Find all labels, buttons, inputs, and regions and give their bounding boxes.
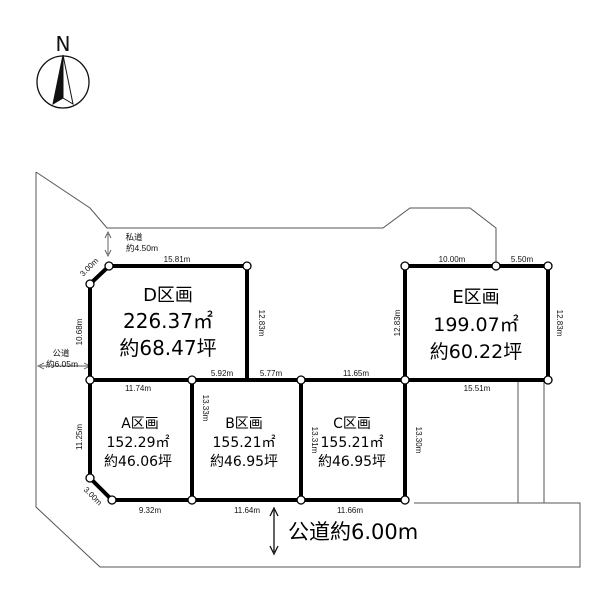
dim-a-east: 13.33m [201,395,210,422]
lot-a-area-m2: 152.29㎡ [107,435,170,451]
lot-b-name: B区画 [225,416,263,432]
dim-e-top-right: 5.50m [511,255,534,264]
lot-c-area-m2: 155.21㎡ [321,435,384,451]
lot-c-area-tsubo: 約46.95坪 [318,454,386,470]
lot-d-area-m2: 226.37㎡ [123,309,213,333]
lot-e-area-m2: 199.07㎡ [433,313,518,336]
private-road-width: 約4.50m [126,243,158,253]
lot-e-name: E区画 [452,287,499,308]
lot-d-area-tsubo: 約68.47坪 [119,336,216,360]
surrounding-outline [35,171,581,568]
dim-a-bottom: 9.32m [139,506,162,515]
lot-c-name: C区画 [333,416,371,432]
dim-e-top-left: 10.00m [439,255,466,264]
dim-e-west: 12.83m [393,309,402,336]
lot-b-area-m2: 155.21㎡ [213,435,276,451]
north-label: N [56,32,71,56]
private-road-label: 私道 [125,232,143,242]
west-road-width: 約6.05m [46,359,78,369]
lot-a-area-tsubo: 約46.06坪 [104,454,172,470]
dim-b-bottom: 11.64m [234,506,260,515]
lot-a-name: A区画 [121,416,159,432]
dim-d-east: 12.83m [257,310,266,337]
lot-a-boundary [88,378,194,502]
boundary-markers [85,261,553,505]
road-width-arrow [269,506,279,556]
south-road-label: 公道約6.00m [288,520,418,544]
dim-e-bottom: 15.51m [464,384,491,393]
dim-e-east: 12.83m [555,310,564,337]
west-road-label: 公道 [52,348,70,358]
lot-b-area-tsubo: 約46.95坪 [210,454,278,470]
lot-e-area-tsubo: 約60.22坪 [430,341,522,363]
dim-d-top: 15.81m [164,255,191,264]
dim-b-top: 5.92m [211,369,234,378]
dim-c-bottom: 11.66m [337,506,363,515]
dim-c-top: 11.65m [343,369,369,378]
lot-d-name: D区画 [143,285,193,306]
dim-a-top: 11.74m [125,384,151,393]
dim-a-west: 11.25m [75,424,84,450]
dim-d-west: 10.68m [75,318,84,345]
dim-c-east: 13.30m [414,427,423,454]
dim-bc-top: 5.77m [260,369,283,378]
dim-b-east: 13.31m [310,427,319,454]
north-arrow-icon: N [36,32,90,109]
